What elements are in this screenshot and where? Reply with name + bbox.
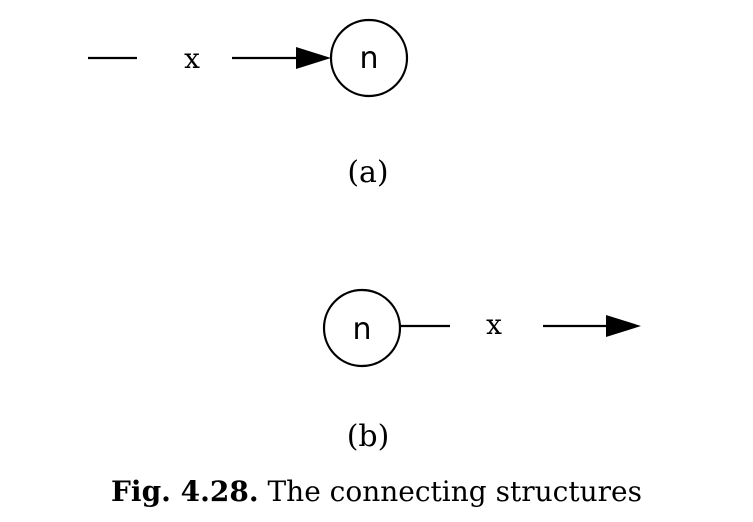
caption-label: Fig. 4.28. [111, 475, 259, 508]
node-circle [322, 288, 402, 368]
diagram-b: n x (b) [322, 288, 641, 454]
diagram-a: x n (a) [88, 18, 409, 190]
edge-label-x: x [486, 308, 502, 341]
node-circle [329, 18, 409, 98]
part-label-a: (a) [347, 155, 388, 190]
figure-caption: Fig. 4.28. The connecting structures [0, 472, 753, 512]
edge-label-x: x [184, 42, 200, 75]
part-label-b: (b) [347, 419, 390, 454]
arrowhead-icon [606, 315, 641, 337]
node-label-n: n [359, 41, 378, 76]
arrowhead-icon [296, 47, 331, 69]
node-label-n: n [352, 312, 371, 347]
caption-text: The connecting structures [267, 475, 642, 508]
